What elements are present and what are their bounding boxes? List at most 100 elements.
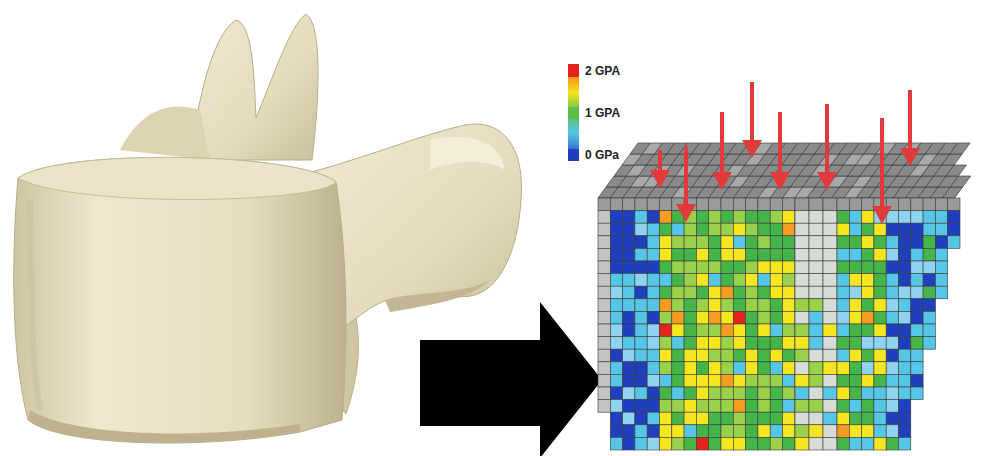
voxel [696, 286, 708, 299]
voxel [696, 324, 708, 337]
voxel [849, 412, 861, 425]
voxel [696, 236, 708, 249]
voxel [795, 211, 809, 224]
voxel [746, 223, 758, 236]
voxel [623, 337, 635, 350]
voxel [899, 286, 911, 299]
voxel [647, 286, 659, 299]
voxel [684, 337, 696, 350]
voxel [635, 198, 647, 211]
voxel [758, 261, 770, 274]
voxel [635, 374, 647, 387]
voxel [660, 400, 672, 413]
voxel [709, 248, 721, 261]
voxel [823, 211, 837, 224]
voxel [684, 425, 696, 438]
voxel [770, 425, 782, 438]
voxel [862, 337, 874, 350]
voxel [886, 236, 898, 249]
voxel [795, 198, 809, 211]
voxel [647, 311, 659, 324]
voxel [684, 374, 696, 387]
voxel [809, 261, 823, 274]
voxel [849, 387, 861, 400]
voxel [886, 261, 898, 274]
voxel [849, 236, 861, 249]
voxel [610, 248, 622, 261]
voxel [823, 198, 837, 211]
voxel [746, 337, 758, 350]
voxel [709, 261, 721, 274]
voxel [733, 425, 745, 438]
voxel [598, 223, 610, 236]
voxel [672, 387, 684, 400]
voxel [770, 311, 782, 324]
voxel [849, 362, 861, 375]
voxel [795, 311, 809, 324]
voxel [783, 311, 795, 324]
voxel [874, 299, 886, 312]
voxel [849, 337, 861, 350]
voxel [746, 400, 758, 413]
voxel [635, 400, 647, 413]
voxel [610, 211, 622, 224]
voxel [684, 286, 696, 299]
voxel [849, 311, 861, 324]
voxel [684, 223, 696, 236]
voxel [809, 362, 823, 375]
voxel [733, 412, 745, 425]
voxel [623, 299, 635, 312]
voxel [837, 223, 849, 236]
voxel [862, 400, 874, 413]
voxel [733, 198, 745, 211]
voxel [795, 349, 809, 362]
voxel [733, 286, 745, 299]
voxel [770, 324, 782, 337]
voxel [610, 412, 622, 425]
voxel [709, 362, 721, 375]
voxel [874, 387, 886, 400]
voxel [696, 362, 708, 375]
voxel [746, 374, 758, 387]
voxel [610, 274, 622, 287]
voxel-top [950, 143, 970, 154]
voxel [721, 286, 733, 299]
voxel [809, 324, 823, 337]
voxel [886, 437, 898, 450]
voxel [635, 437, 647, 450]
voxel [770, 412, 782, 425]
voxel [795, 324, 809, 337]
voxel [886, 223, 898, 236]
voxel [672, 311, 684, 324]
voxel [721, 236, 733, 249]
voxel [684, 349, 696, 362]
voxel [862, 223, 874, 236]
voxel [696, 349, 708, 362]
voxel-top [942, 187, 962, 198]
voxel [660, 236, 672, 249]
voxel [610, 236, 622, 249]
voxel [770, 286, 782, 299]
voxel [684, 299, 696, 312]
voxel [809, 387, 823, 400]
voxel [935, 274, 947, 287]
voxel [770, 400, 782, 413]
voxel-top [942, 154, 962, 165]
voxel [899, 223, 911, 236]
voxel [635, 349, 647, 362]
voxel [635, 311, 647, 324]
voxel [684, 362, 696, 375]
voxel [709, 374, 721, 387]
legend-label: 2 GPA [585, 64, 620, 78]
voxel [721, 362, 733, 375]
voxel [758, 299, 770, 312]
voxel [684, 324, 696, 337]
voxel [795, 286, 809, 299]
voxel [598, 337, 610, 350]
voxel [598, 248, 610, 261]
voxel [696, 374, 708, 387]
voxel [783, 374, 795, 387]
voxel [874, 261, 886, 274]
voxel [849, 349, 861, 362]
voxel [623, 362, 635, 375]
